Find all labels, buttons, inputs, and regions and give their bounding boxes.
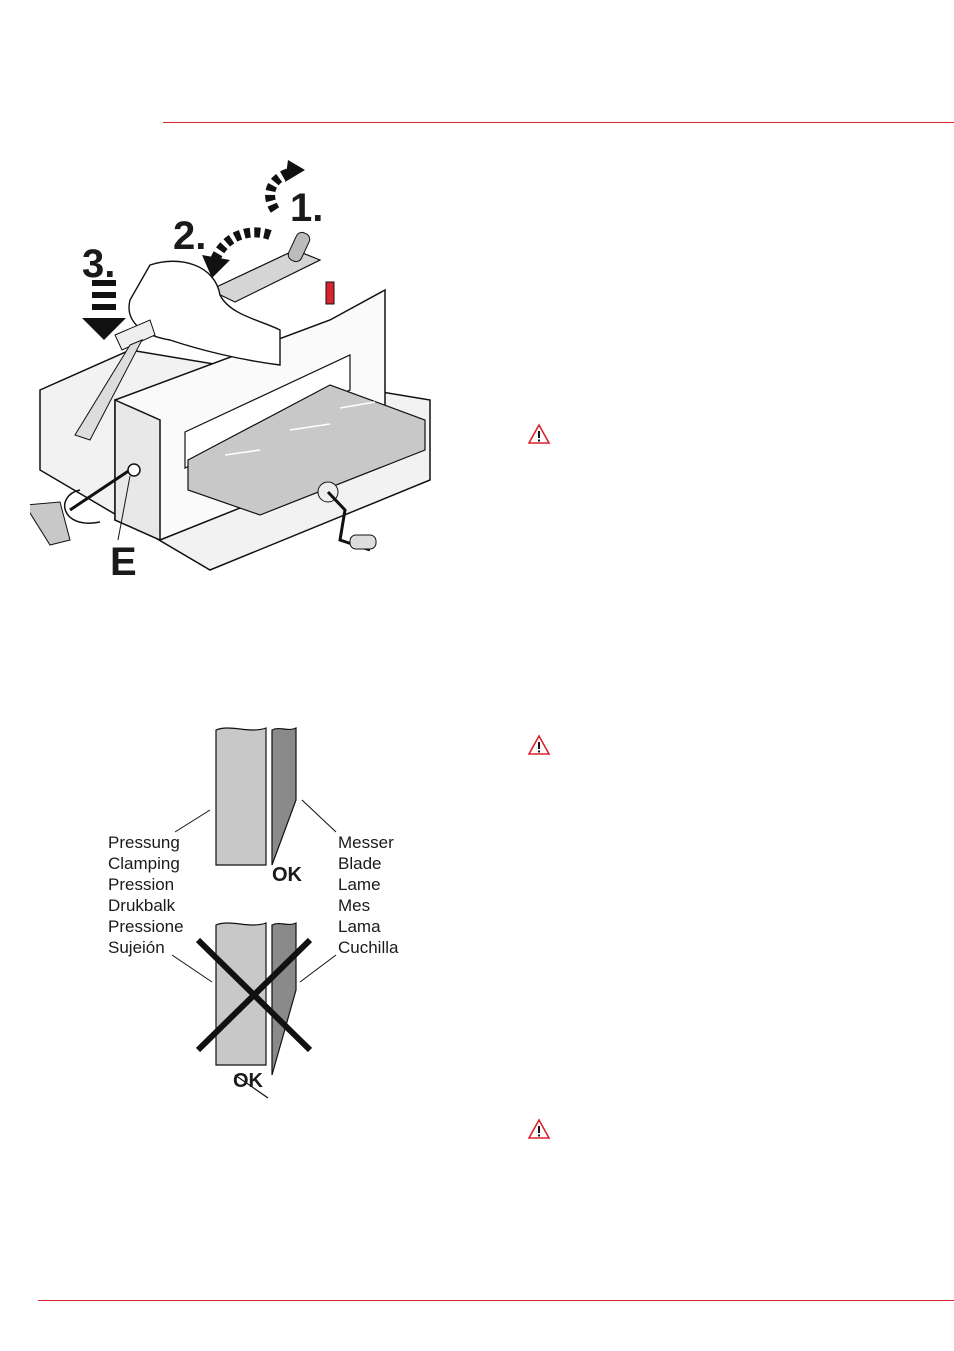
clamp-label: Pressione xyxy=(108,917,184,936)
clamp-label: Pression xyxy=(108,875,175,894)
blade-label: Messer xyxy=(338,833,394,852)
cutter-illustration xyxy=(30,160,431,571)
step-label-1: 1. xyxy=(290,186,324,230)
blade-label: Blade xyxy=(338,854,382,873)
not-ok-label: OK xyxy=(233,1070,263,1092)
blade-label: Lama xyxy=(338,917,381,936)
blade-label: Lame xyxy=(338,875,381,894)
blade-label: Cuchilla xyxy=(338,938,399,957)
warning-triangle-icon xyxy=(527,734,551,755)
header-rule xyxy=(163,122,954,123)
footer-rule xyxy=(38,1300,954,1301)
warning-triangle-icon xyxy=(527,1118,551,1139)
clamp-labels: Pressung Clamping Pression Drukbalk Pres… xyxy=(108,832,184,958)
blade-label: Mes xyxy=(338,896,371,915)
blade-clamp-diagram xyxy=(171,727,337,1099)
clamp-label: Pressung xyxy=(108,833,180,852)
clamp-label: Sujeión xyxy=(108,938,165,957)
clamp-label: Clamping xyxy=(108,854,180,873)
clamp-label: Drukbalk xyxy=(108,896,176,915)
step-label-3: 3. xyxy=(82,242,116,286)
key-label-e: E xyxy=(110,540,137,584)
step-label-2: 2. xyxy=(173,214,207,258)
ok-label: OK xyxy=(272,864,302,886)
blade-labels: Messer Blade Lame Mes Lama Cuchilla xyxy=(338,832,398,958)
warning-triangle-icon xyxy=(527,423,551,444)
